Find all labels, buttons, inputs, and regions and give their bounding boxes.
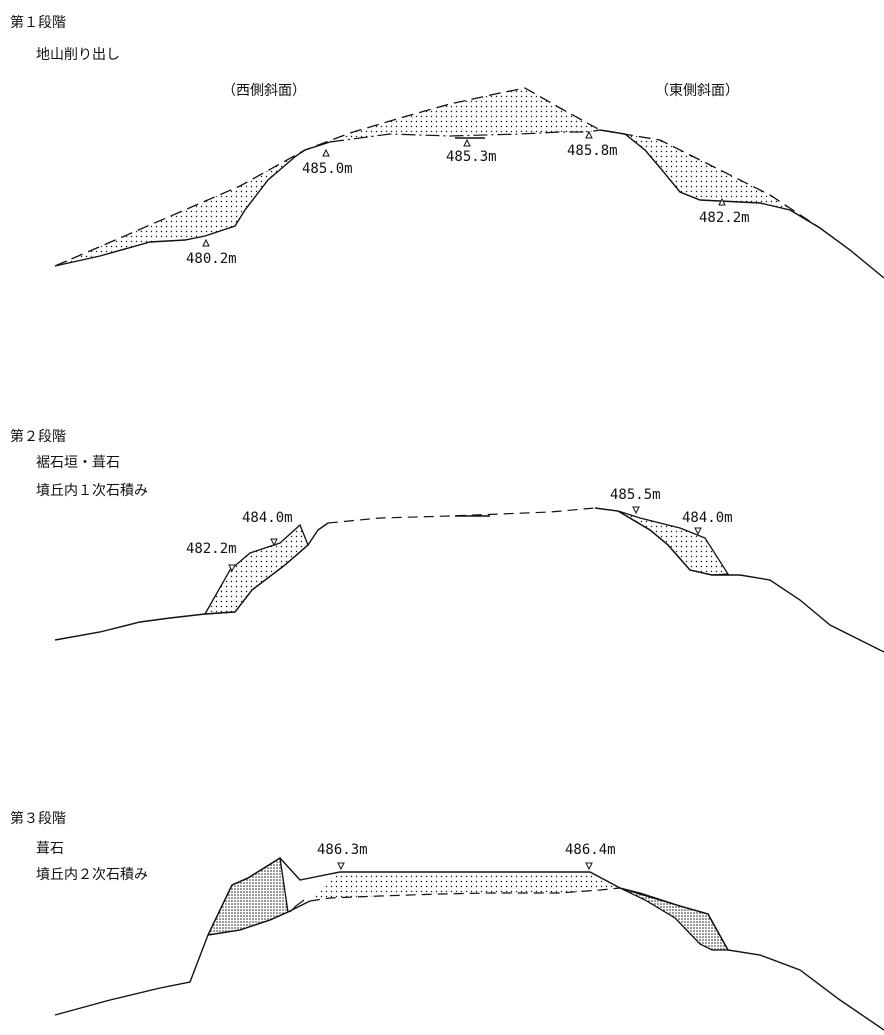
stage2-marker-484-0-west <box>270 538 278 547</box>
stage3-elev-486-4: 486.4m <box>565 842 616 858</box>
stage3-subtitle2: 墳丘内２次石積み <box>36 867 148 883</box>
stage1-ground-line <box>54 141 331 267</box>
stage3-ground-outline <box>54 857 884 1031</box>
stage3-elev-486-3: 486.3m <box>317 842 368 858</box>
stage1-marker-485-8 <box>585 130 593 139</box>
stage1-original-surface <box>54 87 821 267</box>
stage1-elev-482-2: 482.2m <box>699 210 750 226</box>
stage2-west-stonework <box>203 523 309 615</box>
stage2-marker-484-0-east <box>694 527 702 536</box>
stage2-section <box>54 506 884 653</box>
stage2-marker-482-2 <box>228 564 236 573</box>
stage2-ground-east <box>594 507 884 653</box>
stage1-marker-485-0 <box>322 148 330 157</box>
stage3-subtitle1: 葺石 <box>36 841 64 857</box>
stage1-marker-485-3 <box>463 138 471 147</box>
stage2-ground-west <box>54 522 329 641</box>
stage1-elev-480-2: 480.2m <box>186 251 237 267</box>
stage1-ground-line-top <box>329 129 601 143</box>
stage3-section <box>54 856 884 1031</box>
stage2-elev-484-0-east: 484.0m <box>682 510 733 526</box>
stage1-section <box>54 87 884 279</box>
stage3-marker-486-4 <box>585 862 593 871</box>
stage1-marker-480-2 <box>202 238 210 247</box>
stage1-elev-485-8: 485.8m <box>567 143 618 159</box>
stage1-west-label: （西側斜面） <box>222 83 306 99</box>
stage1-east-label: （東側斜面） <box>655 83 739 99</box>
stage2-subtitle2: 墳丘内１次石積み <box>36 483 148 499</box>
stage2-elev-482-2: 482.2m <box>186 541 237 557</box>
stage2-subtitle1: 裾石垣・葺石 <box>36 455 120 471</box>
stage1-ground-line-east <box>599 129 884 279</box>
stage3-east-stonework <box>619 887 730 951</box>
stage1-elev-485-0: 485.0m <box>302 161 353 177</box>
stage2-marker-485-5 <box>632 506 640 515</box>
stage3-west-stonework <box>206 856 289 936</box>
stage1-title: 第１段階 <box>10 15 66 31</box>
stage1-marker-482-2 <box>718 197 726 206</box>
stage3-title: 第３段階 <box>10 811 66 827</box>
stage2-elev-484-0-west: 484.0m <box>242 510 293 526</box>
stage2-elev-485-5: 485.5m <box>610 487 661 503</box>
stage2-top-dashed <box>327 507 596 524</box>
stage3-top-fill <box>310 872 620 901</box>
stage1-elev-485-3: 485.3m <box>446 149 497 165</box>
stage1-subtitle: 地山削り出し <box>36 47 120 63</box>
stage1-west-cut-area <box>55 150 305 266</box>
stage3-marker-486-3 <box>337 862 345 871</box>
stage1-top-cut-area <box>305 88 600 150</box>
stage3-ground-inner-west <box>207 900 311 936</box>
stage2-title: 第２段階 <box>10 429 66 445</box>
